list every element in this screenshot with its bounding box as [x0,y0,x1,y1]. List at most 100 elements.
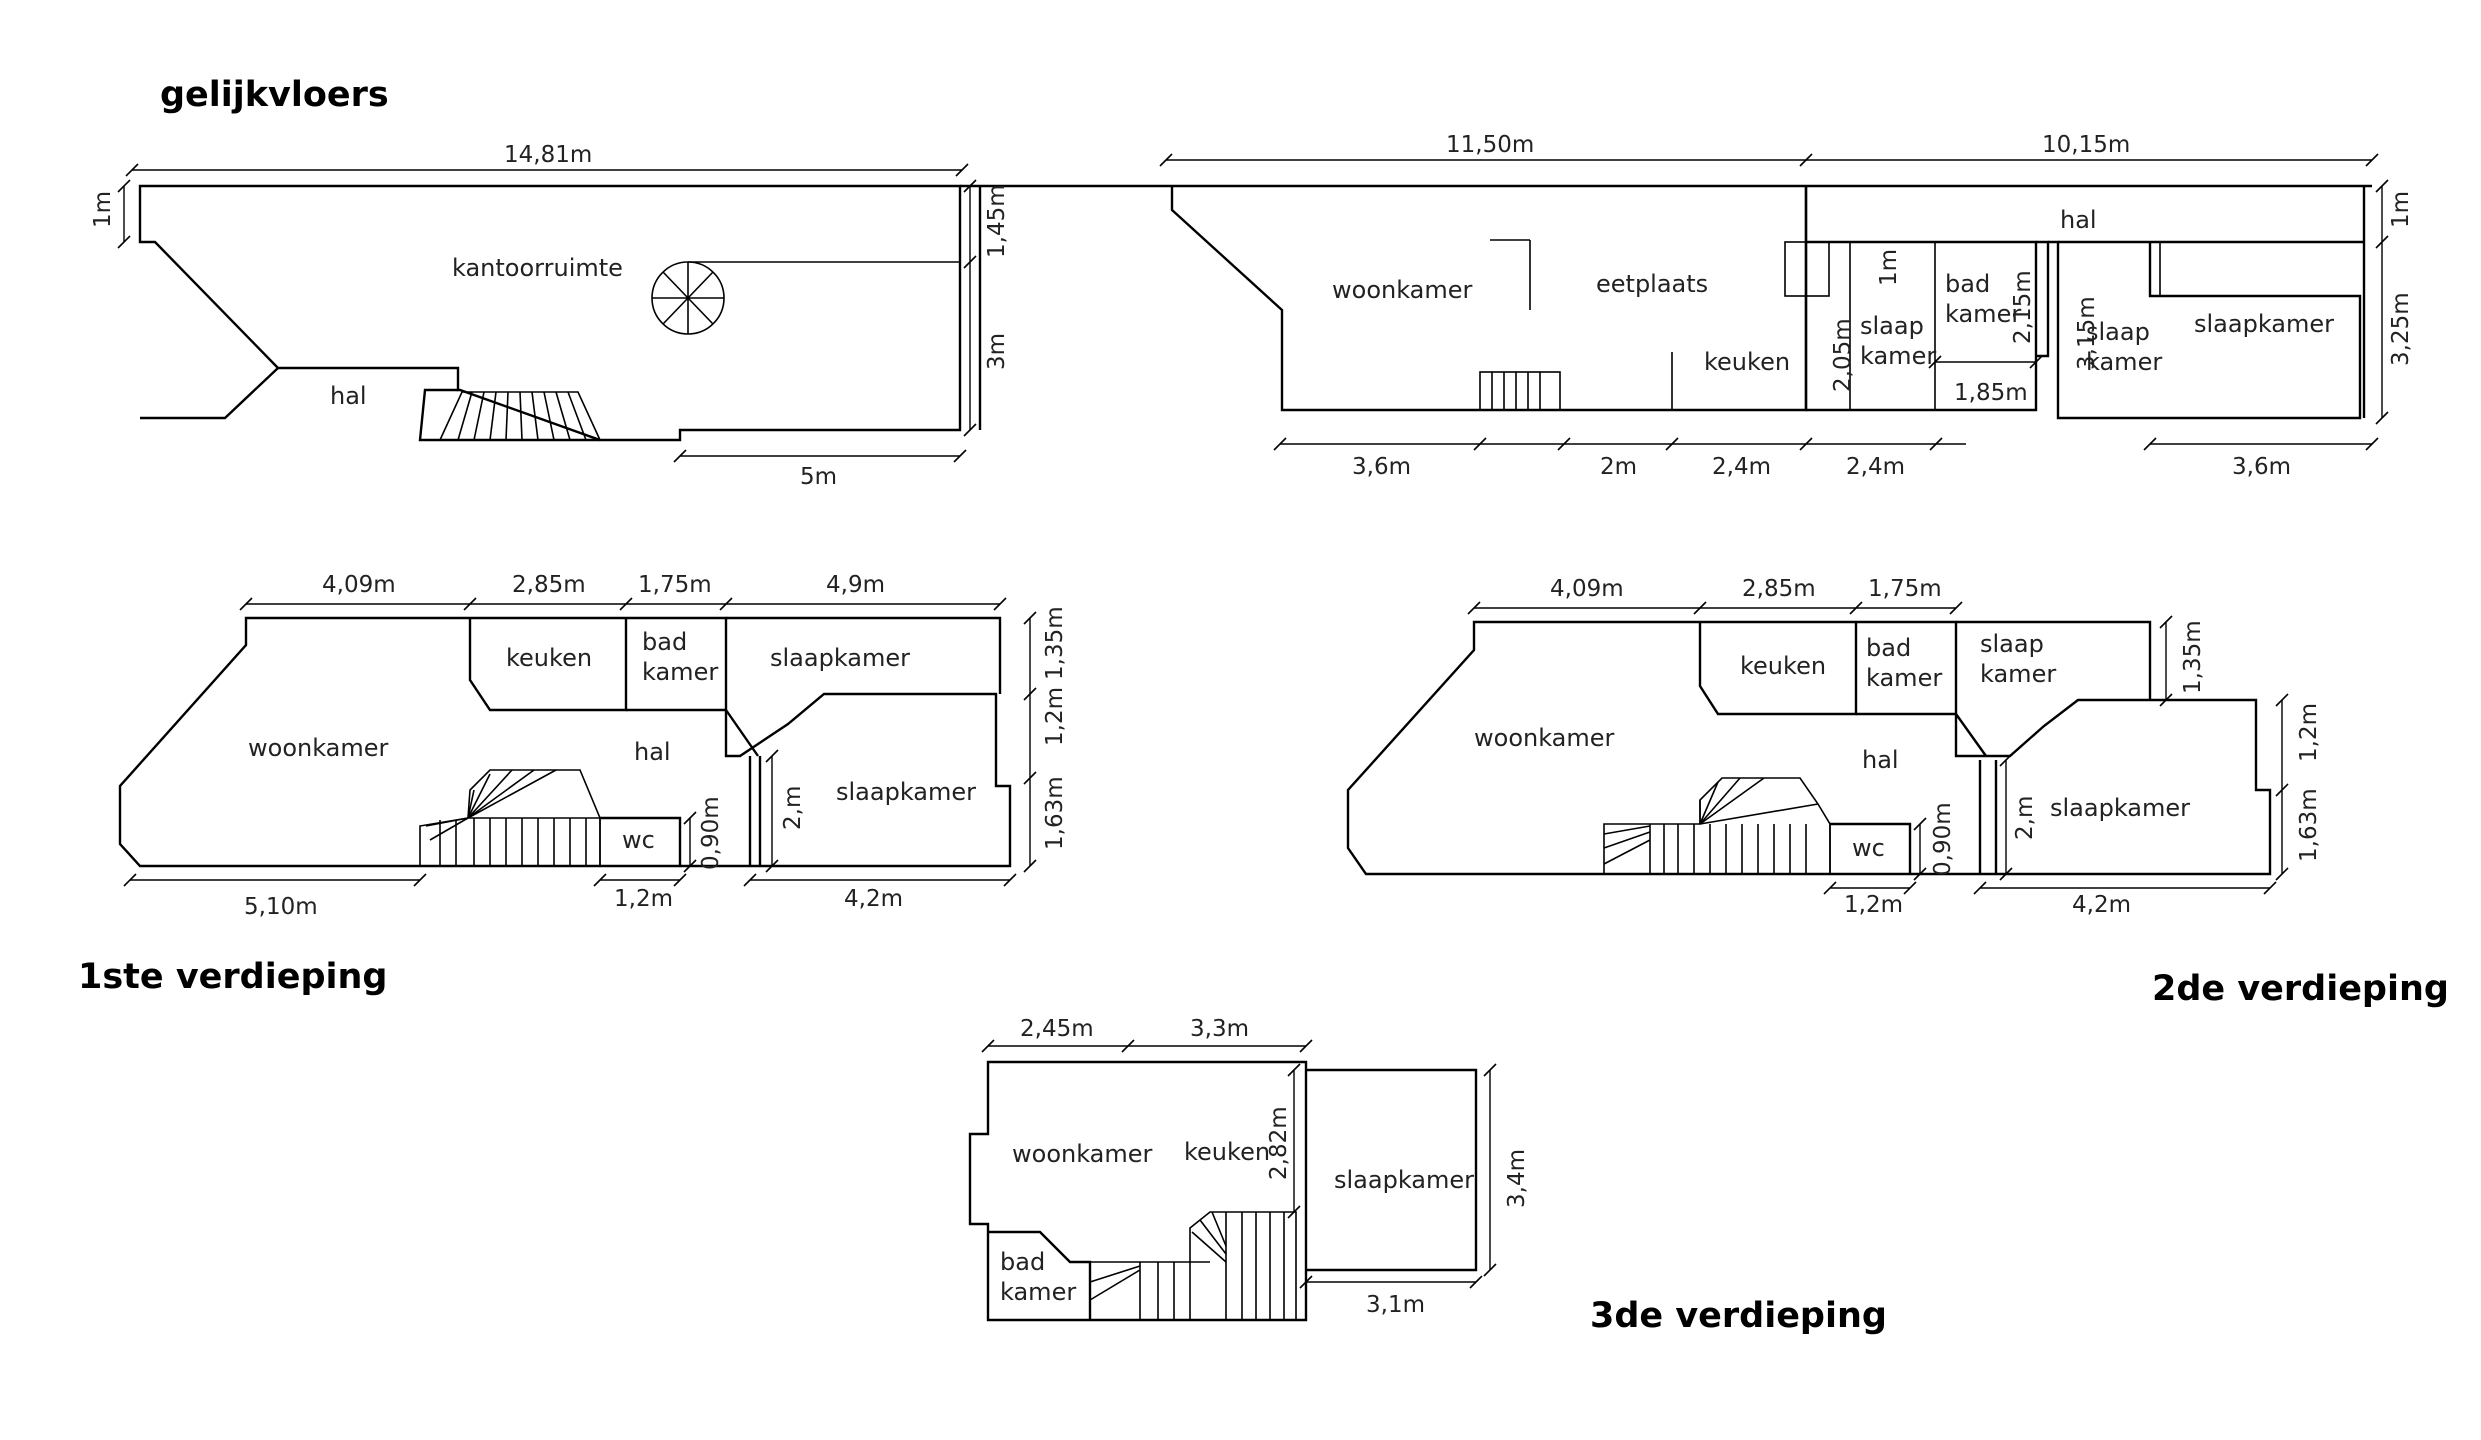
staircase-second [1603,777,1831,875]
label-slaapkamer-third: slaapkamer [1334,1166,1474,1194]
dim-second-1: 4,09m [1550,576,1624,602]
label-wc-second: wc [1852,834,1885,862]
label-hal-ground: hal [330,382,367,410]
label-keuken-second: keuken [1740,652,1826,680]
label-eetplaats: eetplaats [1596,270,1708,298]
dim-ground-6: 11,50m [1446,132,1534,158]
label-slaapkamer-ground: slaapkamer [2194,310,2334,338]
label-badkamer-ground: kamer [1945,300,2021,328]
dim-first-9: 0,90m [698,796,724,870]
dim-first-12: 4,2m [844,886,903,912]
label-kantoorruimte: kantoorruimte [452,254,623,282]
third-floor-plan [968,1060,1478,1322]
label-kamer-third: kamer [1000,1278,1076,1306]
dim-ground-3: 1,45m [984,184,1010,258]
dim-first-10: 5,10m [244,894,318,920]
third-dimensions [981,1039,1497,1289]
dim-ground-15: 2,05m [1830,318,1856,392]
staircase-first [419,769,601,867]
dim-ground-14: 1m [1876,249,1902,286]
label-kamer-first: kamer [642,658,718,686]
label-slaap-second: slaap [1980,630,2044,658]
dim-ground-1: 14,81m [504,142,592,168]
label-slaap-ground: slaap [1860,312,1924,340]
title-3de-verdieping: 3de verdieping [1590,1296,1887,1336]
label-woonkamer-second: woonkamer [1474,724,1615,752]
dim-first-11: 1,2m [614,886,673,912]
label-hal-ground-right: hal [2060,206,2097,234]
dim-first-5: 1,35m [1042,606,1068,680]
label-kamer2-second: kamer [1980,660,2056,688]
dim-second-3: 1,75m [1868,576,1942,602]
dim-second-10: 4,2m [2072,892,2131,918]
label-bad-third: bad [1000,1248,1045,1276]
label-bad-ground: bad [1945,270,1990,298]
dim-first-7: 1,63m [1042,776,1068,850]
label-woonkamer-first: woonkamer [248,734,389,762]
dim-ground-5: 5m [800,464,837,490]
dim-ground-12: 2,4m [1712,454,1771,480]
dim-first-1: 4,09m [322,572,396,598]
dim-ground-7: 10,15m [2042,132,2130,158]
dim-ground-2: 1m [90,191,116,228]
ground-dimensions [117,153,2389,463]
first-floor-plan [118,616,1012,868]
label-keuken-ground: keuken [1704,348,1790,376]
dim-ground-19: 3,6m [2232,454,2291,480]
dim-third-3: 2,82m [1266,1106,1292,1180]
staircase-ground-left [438,391,602,441]
title-2de-verdieping: 2de verdieping [2152,969,2449,1009]
dim-second-9: 1,2m [1844,892,1903,918]
label-slaapkamer1-first: slaapkamer [770,644,910,672]
dim-second-6: 1,63m [2296,788,2322,862]
dim-first-8: 2,m [780,786,806,830]
label-woonkamer-third: woonkamer [1012,1140,1153,1168]
title-gelijkvloers: gelijkvloers [160,75,389,115]
label-slaapkamer2-first: slaapkamer [836,778,976,806]
ground-floor-plan [138,184,2372,442]
dim-second-8: 0,90m [1930,802,1956,876]
label-kamer-second: kamer [1866,664,1942,692]
label-hal-second: hal [1862,746,1899,774]
label-woonkamer-ground: woonkamer [1332,276,1473,304]
dim-second-4: 1,35m [2180,620,2206,694]
dim-ground-9: 3,25m [2388,292,2414,366]
dim-ground-18: 3,15m [2074,296,2100,370]
dim-first-6: 1,2m [1042,687,1068,746]
dim-third-1: 2,45m [1020,1016,1094,1042]
dim-ground-11: 2m [1600,454,1637,480]
dim-ground-8: 1m [2388,191,2414,228]
label-keuken-first: keuken [506,644,592,672]
dim-third-5: 3,1m [1366,1292,1425,1318]
label-wc-first: wc [622,826,655,854]
dim-ground-13: 2,4m [1846,454,1905,480]
second-dimensions [1467,601,2289,895]
staircase-third [1089,1211,1297,1321]
dim-first-4: 4,9m [826,572,885,598]
dim-second-5: 1,2m [2296,703,2322,762]
dim-second-2: 2,85m [1742,576,1816,602]
label-kamer3-ground: kamer [2086,348,2162,376]
staircase-ground-right [1479,371,1561,411]
label-slaapkamer-second: slaapkamer [2050,794,2190,822]
label-bad-first: bad [642,628,687,656]
dim-third-2: 3,3m [1190,1016,1249,1042]
label-slaap2-ground: slaap [2086,318,2150,346]
dim-first-3: 1,75m [638,572,712,598]
label-bad-second: bad [1866,634,1911,662]
spiral-staircase [651,261,960,335]
label-keuken-third: keuken [1184,1138,1270,1166]
dim-ground-17: 1,85m [1954,380,2028,406]
dim-third-4: 3,4m [1504,1149,1530,1208]
second-floor-plan [1346,620,2272,876]
dim-second-7: 2,m [2012,796,2038,840]
label-kamer-ground: kamer [1860,342,1936,370]
dim-ground-4: 3m [984,333,1010,370]
title-1ste-verdieping: 1ste verdieping [78,957,387,997]
label-hal-first: hal [634,738,671,766]
dim-first-2: 2,85m [512,572,586,598]
first-dimensions [123,597,1037,887]
dim-ground-16: 2,15m [2010,270,2036,344]
dim-ground-10: 3,6m [1352,454,1411,480]
